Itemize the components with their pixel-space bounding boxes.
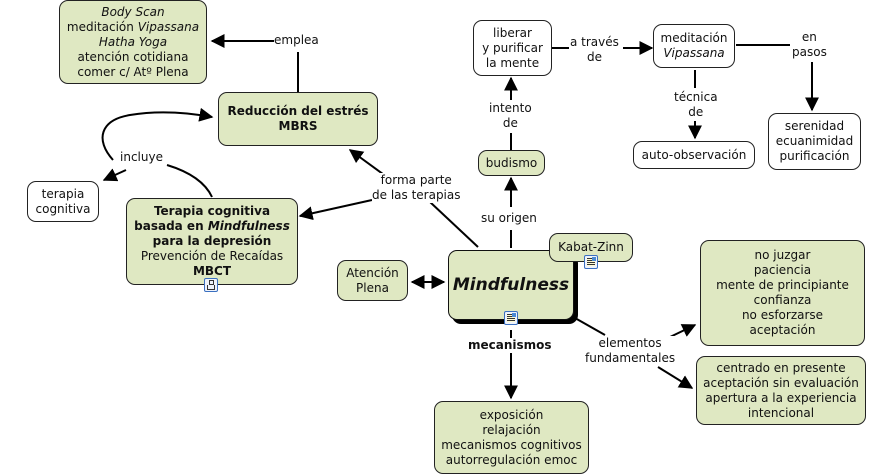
- concept-text: budismo: [485, 155, 538, 170]
- link-label-mecanismos: mecanismos: [468, 338, 552, 353]
- concept-text: Kabat-Zinn: [558, 240, 624, 254]
- link-label-incluye: incluye: [120, 150, 163, 165]
- concept-text: cognitiva: [35, 201, 91, 216]
- concept-text: mente de principiante: [716, 278, 849, 292]
- link-label-en-pasos: en pasos: [792, 30, 827, 60]
- concept-text: relajación: [482, 422, 541, 437]
- concept-mindfulness[interactable]: Mindfulness: [448, 250, 574, 320]
- concept-text: liberar: [493, 25, 532, 40]
- concept-text: intencional: [747, 405, 815, 420]
- concept-text: autorregulación emoc: [445, 452, 578, 467]
- concept-text: Reducción del estrés: [227, 104, 369, 118]
- concept-serenidad[interactable]: serenidad ecuanimidad purificación: [768, 113, 861, 170]
- concept-mbct[interactable]: Terapia cognitiva basada en Mindfulness …: [126, 198, 298, 285]
- concept-text: MBCT: [192, 264, 232, 278]
- link-label-a-traves-de: a través de: [570, 35, 619, 65]
- concept-text: Plena: [356, 280, 389, 295]
- concept-mecanismos-list[interactable]: exposición relajación mecanismos cogniti…: [434, 401, 589, 474]
- concept-actitudes[interactable]: no juzgar paciencia mente de principiant…: [700, 240, 865, 346]
- link-label-forma-parte: forma parte de las terapias: [372, 173, 461, 203]
- concept-text: auto-observación: [641, 147, 747, 162]
- concept-text: meditación Vipassana: [66, 19, 200, 34]
- link-incluye-curve-bottom: [166, 164, 213, 198]
- concept-text: exposición: [479, 407, 544, 422]
- concept-text: apertura a la experiencia: [705, 390, 857, 405]
- link-incluye-arrow: [102, 168, 127, 182]
- link-label-emplea: emplea: [274, 33, 319, 48]
- link-elementos-arrow-2: [657, 366, 694, 389]
- concept-text: serenidad: [784, 119, 845, 133]
- link-forma-parte-to-mbrs: [348, 149, 388, 178]
- concept-text: aceptación sin evaluación: [703, 375, 859, 390]
- concept-liberar[interactable]: liberar y purificar la mente: [473, 20, 552, 76]
- link-elementos-arrow-1: [669, 324, 697, 338]
- concept-text: mecanismos cognitivos: [441, 437, 582, 452]
- concept-text: paciencia: [753, 263, 812, 277]
- concept-text: Prevención de Recaídas: [140, 249, 284, 263]
- concept-text: no esforzarse: [741, 308, 824, 322]
- link-forma-parte-from: [429, 201, 479, 248]
- concept-text: basada en Mindfulness: [134, 219, 290, 233]
- link-elementos-line: [574, 317, 606, 336]
- concept-text: purificación: [779, 149, 850, 163]
- concept-text: centrado en presente: [716, 360, 846, 375]
- concept-text: comer c/ Atº Plena: [77, 64, 189, 79]
- concept-kabat-zinn[interactable]: Kabat-Zinn: [549, 233, 633, 262]
- link-label-intento-de: intento de: [489, 101, 532, 131]
- concept-techniques[interactable]: Body Scan meditación Vipassana Hatha Yog…: [59, 0, 207, 84]
- concept-text: Body Scan: [101, 4, 165, 19]
- concept-vipassana[interactable]: meditación Vipassana: [653, 24, 735, 68]
- concept-text: Terapia cognitiva: [153, 204, 271, 218]
- concept-text: y purificar: [482, 40, 543, 55]
- concept-text: terapia: [41, 186, 85, 201]
- concept-text: MBRS: [278, 119, 318, 133]
- concept-elementos-list[interactable]: centrado en presente aceptación sin eval…: [696, 356, 866, 425]
- concept-atencion-plena[interactable]: Atención Plena: [337, 260, 408, 301]
- central-concept-text: Mindfulness: [452, 274, 570, 295]
- concept-text: la mente: [485, 55, 540, 70]
- link-label-elementos: elementos fundamentales: [585, 336, 676, 366]
- concept-text: Atención: [346, 265, 399, 280]
- concept-terapia-cognitiva[interactable]: terapia cognitiva: [27, 181, 99, 222]
- concept-auto-observacion[interactable]: auto-observación: [633, 141, 755, 169]
- concept-budismo[interactable]: budismo: [478, 150, 545, 176]
- concept-text: atención cotidiana: [77, 49, 189, 64]
- resource-document-icon[interactable]: [504, 311, 518, 325]
- concept-text: Vipassana: [663, 46, 725, 60]
- link-incluye-curve-top: [101, 107, 214, 161]
- concept-text: aceptación: [749, 323, 816, 337]
- concept-text: ecuanimidad: [775, 134, 854, 148]
- concept-text: para la depresión: [152, 234, 272, 248]
- concept-text: Hatha Yoga: [98, 34, 168, 49]
- concept-text: meditación: [660, 31, 728, 45]
- concept-mbrs[interactable]: Reducción del estrés MBRS: [218, 92, 378, 146]
- concept-text: confianza: [753, 293, 812, 307]
- link-label-tecnica-de: técnica de: [674, 90, 718, 120]
- resource-document-icon[interactable]: [584, 255, 598, 269]
- link-label-su-origen: su origen: [481, 211, 537, 226]
- concept-map-icon[interactable]: [204, 278, 218, 292]
- link-forma-parte-to-mbct: [298, 199, 373, 221]
- concept-text: no juzgar: [754, 248, 811, 262]
